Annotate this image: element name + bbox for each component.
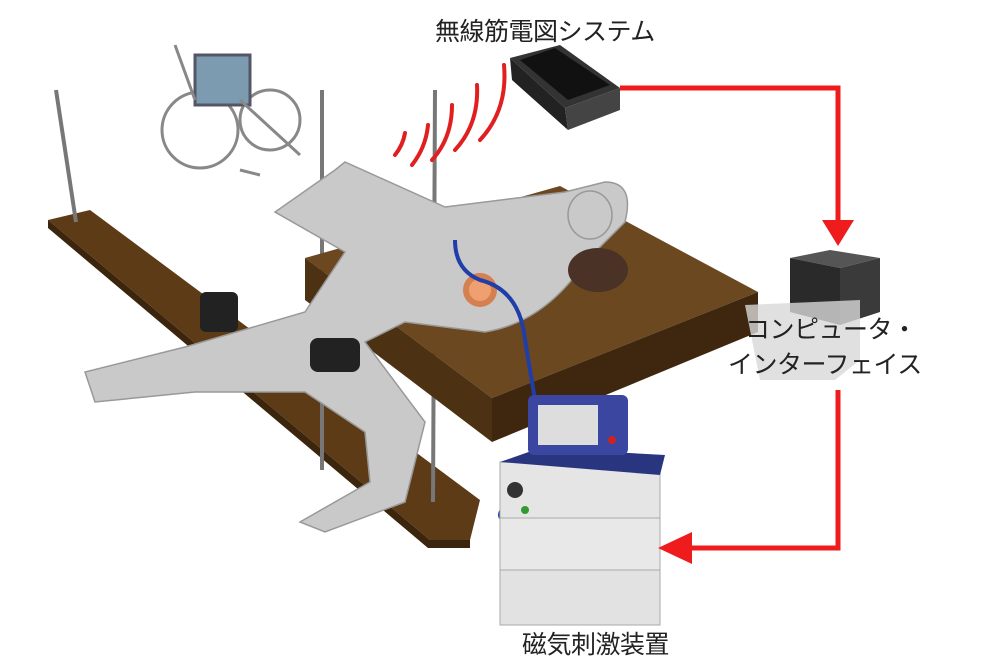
computer-interface-label-line2: インターフェイス: [728, 350, 922, 379]
data-flow-arrows: [620, 85, 841, 551]
magnetic-stimulator-label: 磁気刺激装置: [522, 630, 670, 659]
computer-interface-label-line1: コンピュータ・: [745, 315, 917, 344]
arrow-head-down: [822, 220, 854, 246]
computer-tower-icon: [745, 250, 880, 380]
wheelchair: [160, 44, 302, 177]
wireless-signal-arcs: [393, 63, 507, 167]
arrow-head-left: [658, 532, 692, 564]
leg-cuff: [200, 292, 238, 332]
pillow: [568, 248, 628, 292]
leg-cuff: [310, 338, 360, 372]
emg-system-label: 無線筋電図システム: [435, 17, 655, 46]
emg-device-icon: [510, 45, 620, 130]
magnetic-stimulator-device: [499, 395, 665, 626]
